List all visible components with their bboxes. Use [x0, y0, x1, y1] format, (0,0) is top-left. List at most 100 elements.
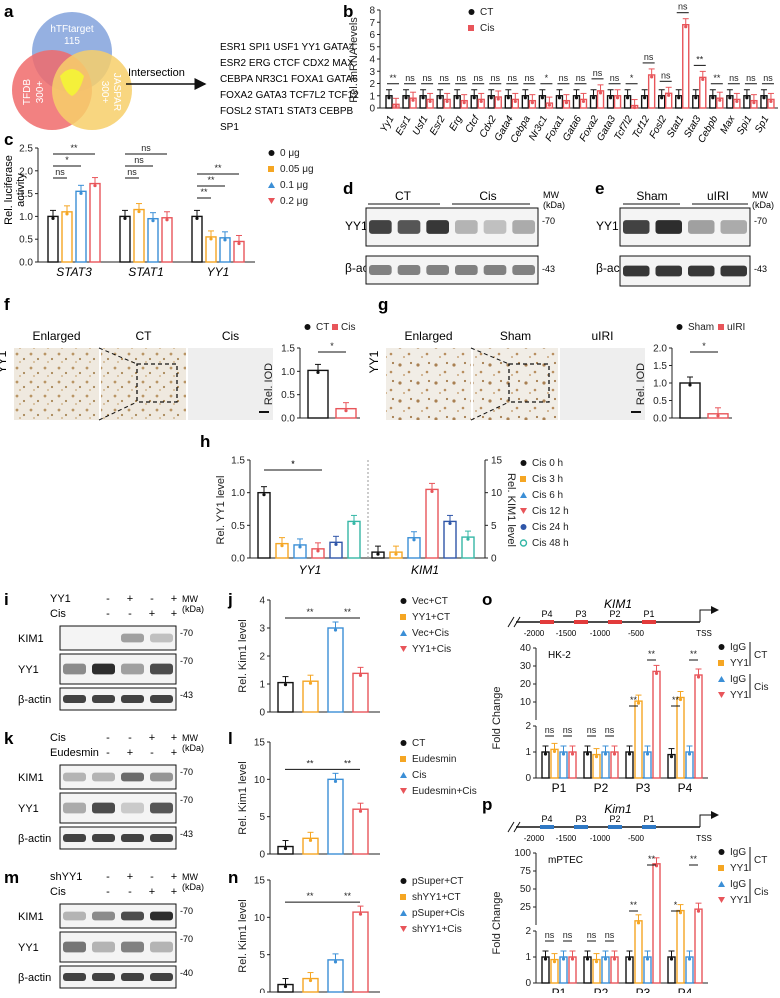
sig-label: ** [630, 900, 638, 910]
band [121, 802, 144, 814]
bar-p2-3 [610, 956, 619, 984]
data-dot [412, 538, 416, 542]
promoter-label: P1 [643, 609, 654, 619]
sign: - [128, 886, 132, 898]
row-label: YY1 [367, 350, 381, 373]
y-tick-label: 1.5 [231, 456, 245, 467]
promoter-label: P4 [541, 609, 552, 619]
y-tick-label: 3 [259, 624, 265, 635]
y-tick-label: 2 [369, 79, 375, 90]
micrograph-0 [14, 348, 99, 420]
legend-label: 0.1 μg [280, 180, 308, 191]
sign: - [128, 732, 132, 744]
data-dot [564, 101, 569, 105]
legend-label: 0 μg [280, 148, 300, 159]
bar-p2-3 [610, 751, 619, 779]
data-dot [716, 414, 720, 418]
sig-label: ** [306, 607, 314, 617]
band [63, 911, 86, 921]
bar-3 [352, 808, 369, 855]
sign: + [127, 871, 133, 883]
promoter-box [574, 825, 588, 829]
legend-swatch [718, 849, 725, 855]
col-label: CT [395, 189, 412, 203]
position-label: TSS [696, 834, 712, 843]
position-label: -1500 [556, 629, 577, 638]
row-label: Cis [50, 886, 66, 898]
col-label: Sham [636, 189, 667, 203]
legend-label: YY1+Cis [412, 644, 451, 655]
legend-label: Vec+Cis [412, 628, 449, 639]
panel-label-h: h [200, 432, 210, 451]
data-dot [626, 96, 630, 100]
legend-group: Cis [754, 682, 768, 693]
blot-actin [365, 255, 539, 285]
y-tick-label: 4 [369, 55, 375, 66]
sig-label: ** [207, 175, 215, 185]
legend-swatch [268, 182, 275, 188]
bar-stat3-0 [47, 215, 59, 263]
x-tick-label: STAT1 [128, 265, 164, 279]
data-dot [585, 957, 590, 961]
promoter-label: P1 [643, 814, 654, 824]
legend-label: YY1 [730, 658, 749, 669]
data-dot [660, 96, 664, 100]
data-dot [376, 552, 380, 556]
data-dot [333, 628, 338, 632]
sig-label: ** [648, 854, 656, 864]
y-tick-label: 10 [491, 488, 503, 499]
y-tick-label: 0 [525, 978, 531, 989]
position-label: -2000 [524, 629, 545, 638]
sig-label: ns [55, 167, 65, 177]
data-dot [645, 957, 650, 961]
data-dot [523, 96, 527, 100]
y-tick-label: 0.5 [281, 390, 295, 401]
sign: + [171, 593, 177, 605]
band [92, 973, 115, 981]
break-mark [507, 616, 521, 628]
bar-p2-0 [583, 956, 592, 984]
sig-label: ns [473, 73, 483, 83]
legend-label: uIRI [727, 322, 745, 333]
sig-label: ** [306, 891, 314, 901]
sig-label: * [291, 459, 295, 469]
position-label: -1000 [590, 629, 611, 638]
data-dot [430, 489, 434, 493]
y-tick-label: 1.0 [653, 379, 667, 390]
sign: - [106, 871, 110, 883]
legend-swatch [520, 476, 526, 482]
y-tick-label: 75 [520, 866, 532, 877]
micrograph-2 [560, 348, 645, 420]
band [720, 220, 747, 234]
y-tick-label: 1.0 [19, 212, 33, 223]
band [150, 633, 173, 643]
data-dot [552, 749, 557, 754]
blot-m: shYY1-+-+Cis--++MW(kDa)KIM1-70YY1-70β-ac… [18, 871, 204, 989]
legend-group: Cis [754, 887, 768, 898]
bar-yy1-0 [257, 491, 271, 559]
bar-p1-2 [559, 956, 568, 984]
mw-label: -70 [542, 216, 555, 226]
y-tick-label: 15 [491, 456, 503, 467]
position-label: -500 [628, 834, 645, 843]
y-tick-label: 25 [520, 902, 532, 913]
y-tick-label: 7 [369, 18, 375, 29]
band [121, 911, 144, 921]
sig-label: ns [605, 725, 615, 735]
sig-label: ns [587, 930, 597, 940]
row-label: Cis [50, 732, 66, 744]
sig-label: ns [525, 73, 535, 83]
data-dot [428, 99, 432, 104]
data-dot [654, 671, 659, 676]
data-dot [636, 921, 641, 925]
mw-header: MW(kDa) [182, 594, 204, 614]
sign: - [106, 608, 110, 620]
y-axis-label: Fold Change [491, 687, 503, 750]
y-tick-label: 5 [259, 812, 265, 823]
x-tick-label: P4 [678, 781, 693, 795]
data-dot [645, 752, 650, 756]
y-axis-label: Fold Change [491, 892, 503, 955]
